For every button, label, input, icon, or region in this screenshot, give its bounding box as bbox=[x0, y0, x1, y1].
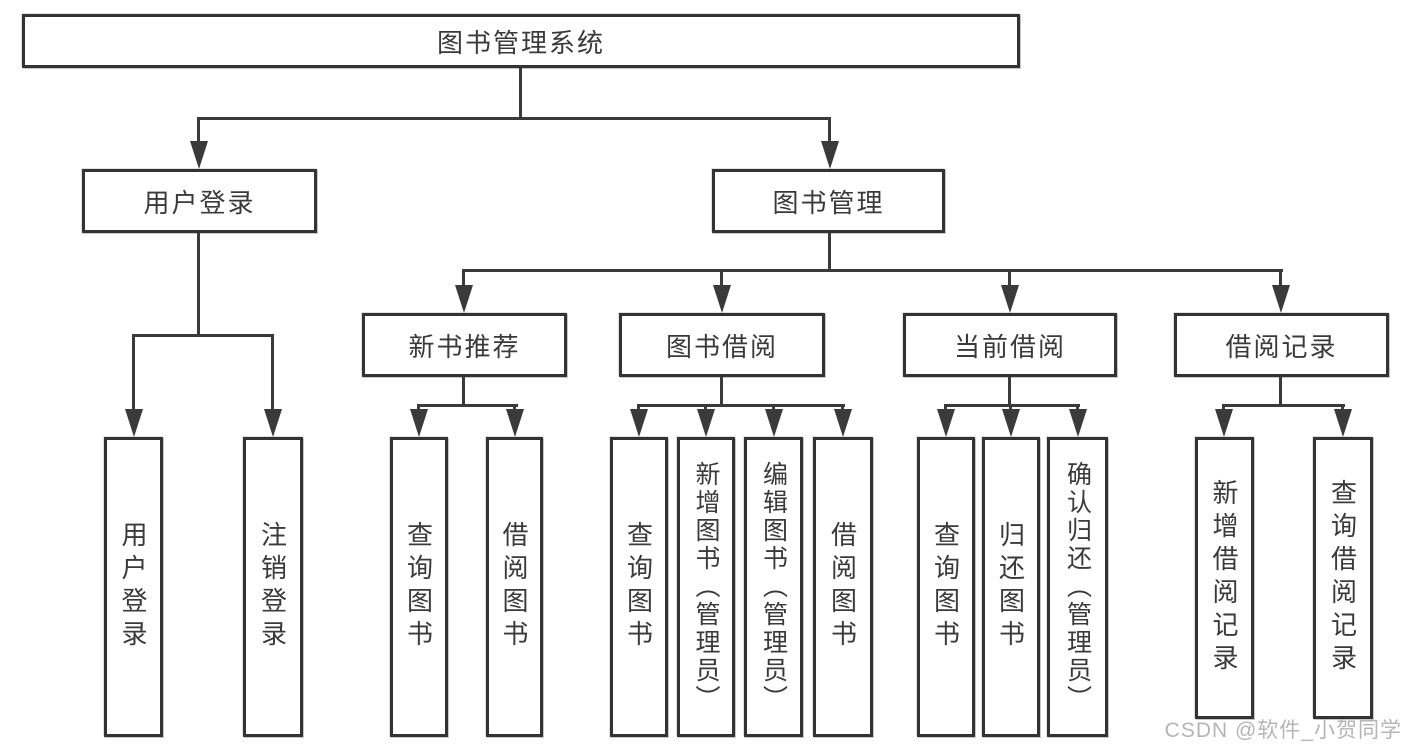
connector-drop bbox=[417, 404, 420, 413]
arrowhead-down bbox=[190, 141, 208, 169]
leaf-query-borrow-record: 查询借阅记录 bbox=[1313, 437, 1373, 719]
connector-root-stem bbox=[519, 68, 522, 120]
arrowhead-down bbox=[1272, 285, 1290, 313]
node-user-login-label: 用户登录 bbox=[143, 187, 256, 218]
connector-currentborrow-stem bbox=[1008, 377, 1011, 407]
node-root-label: 图书管理系统 bbox=[436, 27, 605, 58]
csdn-watermark: CSDN @软件_小贺同学 bbox=[1164, 719, 1402, 742]
leaf-user-login-label: 用户登录 bbox=[118, 521, 148, 653]
leaf-confirm-return-admin-label: 确认归还（管理员） bbox=[1063, 461, 1092, 713]
connector-drop bbox=[944, 404, 947, 413]
connector-level1-rail bbox=[198, 117, 831, 120]
leaf-add-books-admin-label: 新增图书（管理员） bbox=[692, 461, 720, 713]
arrowhead-down bbox=[506, 409, 524, 437]
connector-drop bbox=[271, 334, 274, 412]
connector-drop bbox=[1341, 404, 1344, 413]
connector-drop bbox=[132, 334, 135, 412]
connector-drop bbox=[462, 269, 465, 288]
arrowhead-down bbox=[834, 409, 852, 437]
leaf-borrow-books-recommend: 借阅图书 bbox=[486, 437, 543, 737]
node-book-borrow-label: 图书借阅 bbox=[665, 331, 778, 362]
arrowhead-down bbox=[125, 409, 143, 437]
connector-bookmgmt-stem bbox=[828, 233, 831, 272]
leaf-add-borrow-record: 新增借阅记录 bbox=[1195, 437, 1254, 719]
connector-level3-rail bbox=[463, 269, 1283, 272]
node-book-borrow: 图书借阅 bbox=[619, 313, 825, 377]
arrowhead-down bbox=[821, 141, 839, 169]
leaf-borrow-books-label: 借阅图书 bbox=[827, 521, 858, 653]
leaf-logout-label: 注销登录 bbox=[257, 521, 288, 653]
leaf-query-books-borrow: 查询图书 bbox=[610, 437, 668, 737]
connector-drop bbox=[841, 404, 844, 413]
node-borrow-record: 借阅记录 bbox=[1174, 313, 1389, 377]
node-current-borrow: 当前借阅 bbox=[903, 313, 1117, 377]
leaf-add-borrow-record-label: 新增借阅记录 bbox=[1209, 479, 1239, 677]
arrowhead-down bbox=[630, 409, 648, 437]
leaf-add-books-admin: 新增图书（管理员） bbox=[677, 437, 735, 737]
connector-borrowrecord-rail bbox=[1223, 404, 1345, 407]
leaf-logout: 注销登录 bbox=[243, 437, 303, 737]
node-book-management: 图书管理 bbox=[712, 169, 945, 233]
connector-currentborrow-rail bbox=[945, 404, 1080, 407]
node-book-management-label: 图书管理 bbox=[772, 187, 885, 218]
connector-drop bbox=[720, 269, 723, 288]
leaf-query-books-current: 查询图书 bbox=[917, 437, 975, 737]
connector-userlogin-rail bbox=[133, 334, 274, 337]
arrowhead-down bbox=[410, 409, 428, 437]
arrowhead-down bbox=[455, 285, 473, 313]
connector-drop bbox=[1076, 404, 1079, 413]
leaf-edit-books-admin-label: 编辑图书（管理员） bbox=[759, 461, 788, 713]
connector-drop bbox=[828, 117, 831, 144]
connector-drop bbox=[704, 404, 707, 413]
leaf-query-books-current-label: 查询图书 bbox=[930, 521, 961, 653]
leaf-confirm-return-admin: 确认归还（管理员） bbox=[1047, 437, 1108, 737]
connector-drop bbox=[197, 117, 200, 144]
leaf-borrow-books: 借阅图书 bbox=[813, 437, 873, 737]
connector-drop bbox=[513, 404, 516, 413]
leaf-edit-books-admin: 编辑图书（管理员） bbox=[744, 437, 803, 737]
leaf-return-books: 归还图书 bbox=[982, 437, 1040, 737]
arrowhead-down bbox=[1001, 285, 1019, 313]
connector-drop bbox=[1008, 269, 1011, 288]
connector-drop bbox=[637, 404, 640, 413]
connector-newbook-stem bbox=[462, 377, 465, 407]
arrowhead-down bbox=[713, 285, 731, 313]
arrowhead-down bbox=[937, 409, 955, 437]
connector-newbook-rail bbox=[418, 404, 518, 407]
connector-drop bbox=[1279, 269, 1282, 288]
node-new-book-recommend: 新书推荐 bbox=[362, 313, 567, 377]
connector-bookborrow-stem bbox=[720, 377, 723, 407]
arrowhead-down bbox=[1069, 409, 1087, 437]
arrowhead-down bbox=[264, 409, 282, 437]
node-current-borrow-label: 当前借阅 bbox=[953, 331, 1066, 362]
arrowhead-down bbox=[765, 409, 783, 437]
node-new-book-recommend-label: 新书推荐 bbox=[408, 331, 521, 362]
connector-borrowrecord-stem bbox=[1279, 377, 1282, 407]
connector-drop bbox=[1009, 404, 1012, 413]
arrowhead-down bbox=[1334, 409, 1352, 437]
leaf-query-books-recommend-label: 查询图书 bbox=[403, 521, 434, 653]
arrowhead-down bbox=[1002, 409, 1020, 437]
leaf-query-books-borrow-label: 查询图书 bbox=[623, 521, 654, 653]
node-root-library-system: 图书管理系统 bbox=[22, 14, 1020, 68]
leaf-query-books-recommend: 查询图书 bbox=[390, 437, 448, 737]
connector-drop bbox=[772, 404, 775, 413]
connector-bookborrow-rail bbox=[638, 404, 845, 407]
arrowhead-down bbox=[1215, 409, 1233, 437]
leaf-user-login: 用户登录 bbox=[104, 437, 163, 737]
node-user-login: 用户登录 bbox=[82, 169, 317, 233]
arrowhead-down bbox=[697, 409, 715, 437]
leaf-return-books-label: 归还图书 bbox=[995, 521, 1026, 653]
connector-userlogin-stem bbox=[197, 233, 200, 337]
leaf-query-borrow-record-label: 查询借阅记录 bbox=[1327, 479, 1358, 677]
node-borrow-record-label: 借阅记录 bbox=[1225, 331, 1338, 362]
connector-drop bbox=[1222, 404, 1225, 413]
leaf-borrow-books-recommend-label: 借阅图书 bbox=[499, 521, 529, 653]
